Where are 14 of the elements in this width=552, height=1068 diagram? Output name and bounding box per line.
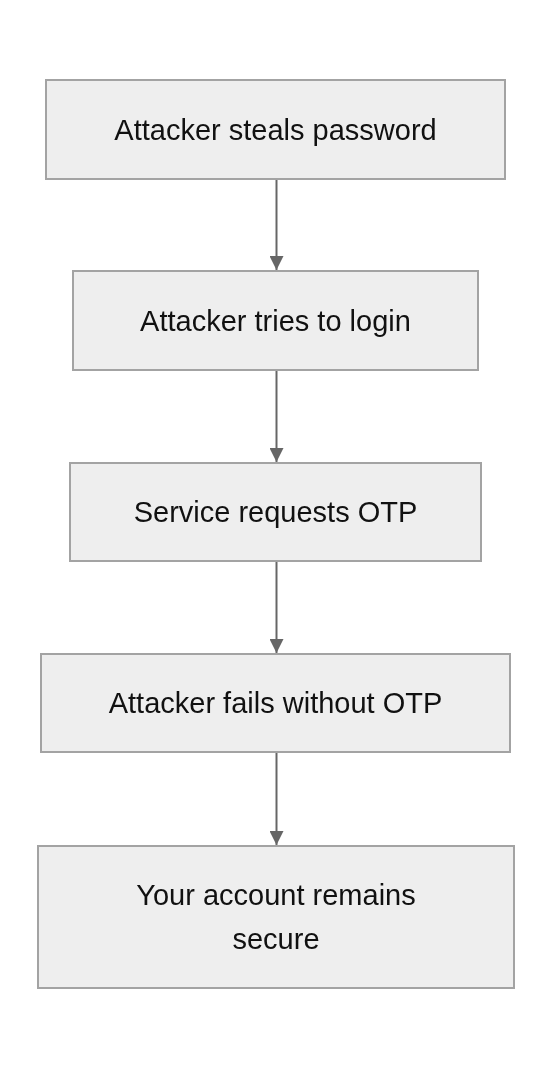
process-box	[72, 270, 479, 371]
arrow	[269, 752, 284, 846]
process-box	[37, 845, 515, 989]
box-label: Attacker steals password	[114, 112, 437, 148]
arrow	[269, 179, 284, 271]
box-label: Attacker fails without OTP	[108, 686, 443, 721]
process-box	[40, 653, 511, 753]
process-box	[45, 79, 506, 180]
arrow	[269, 561, 284, 654]
box-label: Your account remains secure	[135, 878, 417, 957]
process-box	[69, 462, 482, 562]
arrow	[269, 370, 284, 463]
box-label: Attacker tries to login	[140, 303, 411, 339]
box-label: Service requests OTP	[133, 495, 418, 530]
